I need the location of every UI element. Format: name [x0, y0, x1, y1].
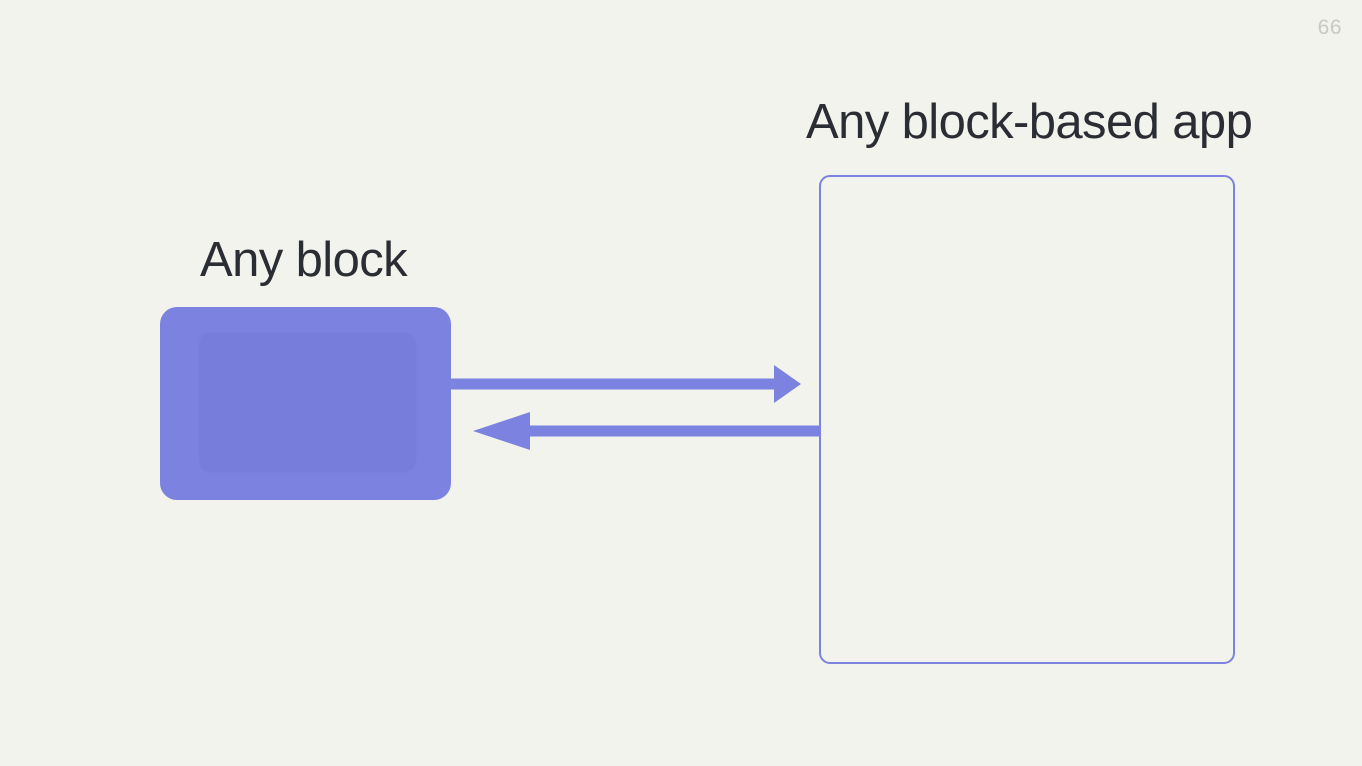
arrow-block-to-app — [451, 364, 801, 404]
right-node-label: Any block-based app — [806, 95, 1253, 149]
block-based-app-window — [819, 175, 1235, 664]
page-number: 66 — [1317, 16, 1342, 39]
any-block-shape — [160, 307, 451, 500]
left-node-label: Any block — [200, 233, 408, 287]
any-block-inner-surface — [200, 333, 415, 470]
arrow-app-to-block — [473, 411, 821, 451]
